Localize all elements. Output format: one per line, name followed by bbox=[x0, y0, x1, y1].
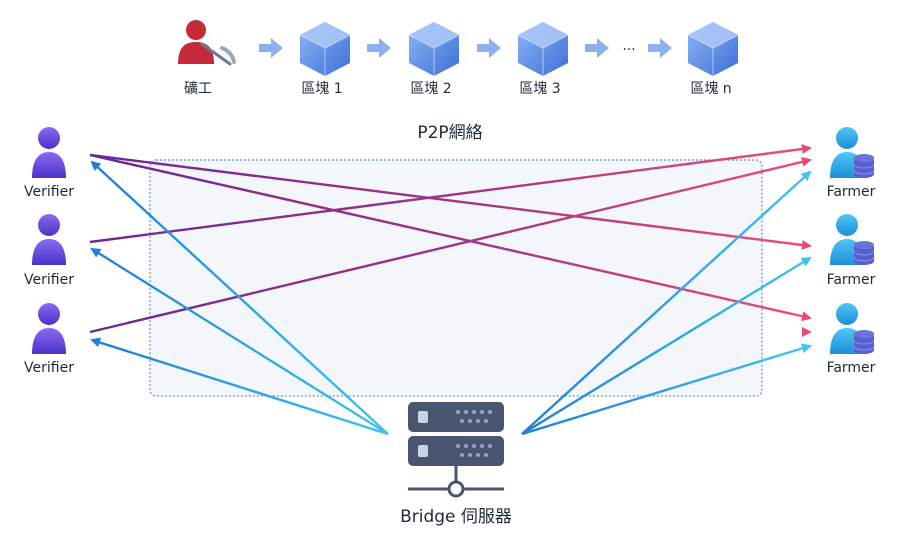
verifier-label: Verifier bbox=[24, 360, 74, 376]
link-arrow bbox=[521, 170, 812, 435]
bridge-farmer-links bbox=[521, 170, 812, 436]
link-arrow bbox=[89, 144, 812, 244]
verifier-user-icon bbox=[32, 214, 66, 265]
block-cube-icon bbox=[299, 22, 351, 76]
verifier-node: Verifier bbox=[24, 214, 74, 288]
verifier-label: Verifier bbox=[24, 272, 74, 288]
miner-icon bbox=[178, 20, 236, 66]
verifier-node: Verifier bbox=[24, 127, 74, 200]
link-arrow bbox=[89, 153, 812, 250]
block-label: 區塊 2 bbox=[410, 81, 451, 97]
farmer-node: Farmer bbox=[827, 303, 876, 376]
chain-arrow-icon bbox=[585, 38, 609, 58]
farmer-label: Farmer bbox=[827, 184, 876, 200]
chain-arrow-icon bbox=[367, 38, 391, 58]
link-arrow bbox=[521, 256, 812, 436]
link-arrow bbox=[521, 343, 812, 436]
bridge-verifier-links bbox=[90, 160, 389, 436]
block-label: 區塊 n bbox=[690, 81, 731, 97]
chain-arrow-icon bbox=[477, 38, 501, 58]
farmer-node: Farmer bbox=[827, 214, 876, 288]
block-cube-icon bbox=[408, 22, 460, 76]
link-arrow bbox=[89, 153, 812, 322]
chain-ellipsis: ... bbox=[622, 38, 635, 54]
link-arrow bbox=[89, 156, 812, 334]
link-arrow bbox=[90, 337, 389, 436]
link-arrow bbox=[90, 247, 389, 436]
farmer-database-icon bbox=[830, 214, 875, 265]
network-title: P2P網絡 bbox=[417, 123, 482, 143]
block-cube-icon bbox=[687, 22, 739, 76]
p2p-network-area bbox=[149, 159, 763, 397]
block-cube-icon bbox=[517, 22, 569, 76]
block-label: 區塊 3 bbox=[519, 81, 560, 97]
blockchain-row: 礦工 ... bbox=[178, 20, 739, 97]
verifier-farmer-links bbox=[89, 144, 812, 337]
link-arrow bbox=[90, 160, 389, 435]
chain-arrow-icon bbox=[648, 38, 672, 58]
verifier-user-icon bbox=[32, 303, 66, 354]
bridge-server-label: Bridge 伺服器 bbox=[400, 507, 512, 527]
verifier-label: Verifier bbox=[24, 184, 74, 200]
farmer-node: Farmer bbox=[827, 127, 876, 200]
farmer-label: Farmer bbox=[827, 272, 876, 288]
block-label: 區塊 1 bbox=[301, 81, 342, 97]
farmer-label: Farmer bbox=[827, 360, 876, 376]
chain-arrow-icon bbox=[259, 38, 283, 58]
miner-label: 礦工 bbox=[184, 80, 212, 97]
farmer-database-icon bbox=[830, 303, 875, 354]
verifier-node: Verifier bbox=[24, 303, 74, 376]
bridge-server-icon bbox=[408, 402, 504, 498]
farmer-database-icon bbox=[830, 127, 875, 178]
verifier-user-icon bbox=[32, 127, 66, 178]
